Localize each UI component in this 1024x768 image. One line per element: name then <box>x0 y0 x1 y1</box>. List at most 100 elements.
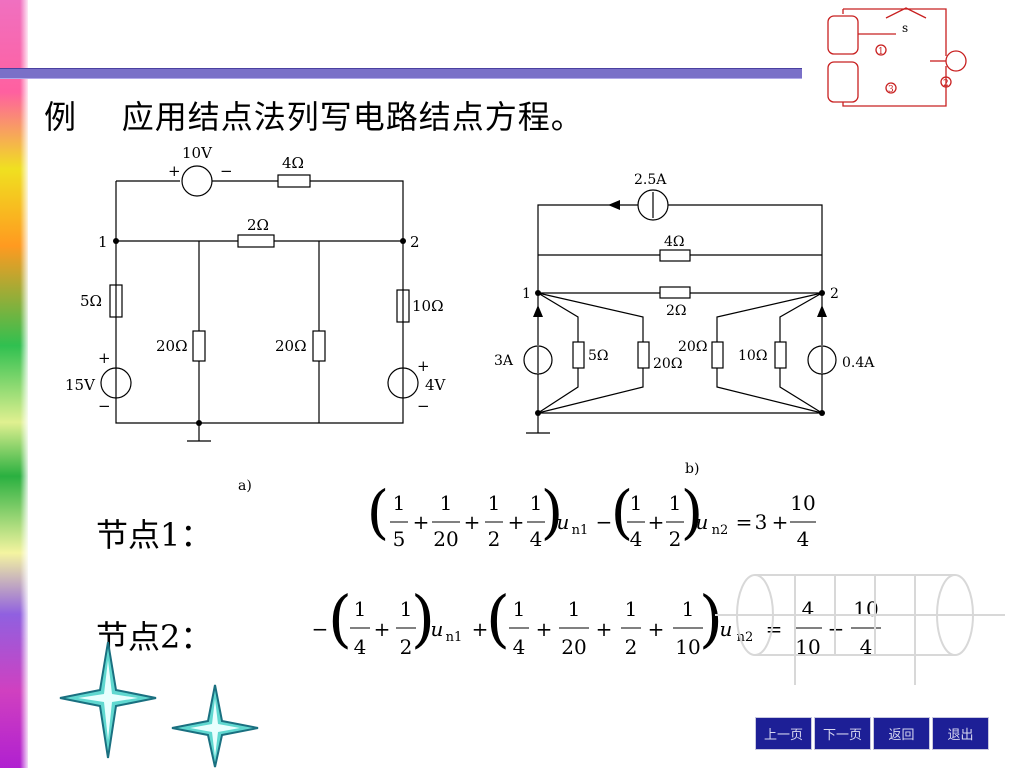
eq1-g2n: 1 <box>669 491 682 515</box>
svg-text:(: ( <box>611 486 634 546</box>
eq2-u2: u <box>720 617 733 641</box>
eq1-u2: u <box>696 510 709 534</box>
eq1-f2d: 20 <box>433 527 458 551</box>
eq1-rhs1: 3 <box>755 510 768 534</box>
a-minus: − <box>220 162 233 180</box>
a-node1: 1 <box>98 233 108 251</box>
b-r-b: 20Ω <box>653 356 682 372</box>
next-page-button[interactable]: 下一页 <box>814 717 871 750</box>
eq2-u1-sub: n1 <box>446 630 463 645</box>
decorative-cylinder <box>715 574 1005 685</box>
eq2-g4d: 10 <box>675 635 700 659</box>
a-plus: + <box>168 162 181 180</box>
circuit-a: 10V + − 4Ω 2Ω 1 2 5Ω 20Ω 20Ω 10Ω + 15V −… <box>65 144 447 494</box>
star-icon <box>171 684 259 768</box>
eq1-minus: − <box>596 510 613 534</box>
b-r-mid: 2Ω <box>666 303 687 319</box>
svg-text:+: + <box>413 510 430 534</box>
a-src-top: 10V <box>182 144 213 162</box>
a-src-left: 15V <box>65 376 96 394</box>
eq1-f3d: 2 <box>488 527 501 551</box>
exit-button[interactable]: 退出 <box>932 717 989 750</box>
eq1-rfd: 4 <box>797 527 810 551</box>
b-isrc-right: 0.4A <box>842 355 875 371</box>
eq1-f3n: 1 <box>488 491 501 515</box>
node1-label: 节点1： <box>96 516 213 554</box>
logo-3: 3 <box>888 85 894 95</box>
eq2-f2n: 1 <box>400 597 413 621</box>
b-isrc-top: 2.5A <box>634 172 667 188</box>
svg-text:): ) <box>699 590 723 655</box>
eq2-g2n: 1 <box>568 597 581 621</box>
eq2-g2d: 20 <box>561 635 586 659</box>
equation-node1: ( 1 5 + 1 20 + 1 2 + 1 4 ) u n1 − ( 1 4 … <box>367 486 816 551</box>
a-node2: 2 <box>410 233 420 251</box>
a-left-plus: + <box>98 349 111 367</box>
eq2-f1d: 4 <box>354 635 367 659</box>
svg-text:): ) <box>681 486 704 546</box>
svg-text:): ) <box>541 486 564 546</box>
a-r-c2: 20Ω <box>275 337 307 355</box>
node2-label: 节点2： <box>96 618 213 656</box>
a-r-left: 5Ω <box>80 292 102 310</box>
b-r-top: 4Ω <box>664 234 685 250</box>
slide-title: 例 应用结点法列写电路结点方程。 <box>44 98 584 136</box>
eq1-plus: + <box>772 510 789 534</box>
eq1-u2-sub: n2 <box>712 523 729 538</box>
prev-page-button[interactable]: 上一页 <box>755 717 812 750</box>
decorative-side-strip <box>0 0 28 768</box>
eq2-u1: u <box>431 617 444 641</box>
svg-text:): ) <box>411 590 435 655</box>
eq1-f1d: 5 <box>393 527 406 551</box>
eq1-u1-sub: n1 <box>572 523 589 538</box>
a-left-minus: − <box>98 397 111 415</box>
a-right-minus: − <box>417 397 430 415</box>
eq1-f2n: 1 <box>440 491 453 515</box>
star-icon <box>59 641 157 759</box>
circuit-logo: s 1 3 2 <box>827 7 967 107</box>
b-r-c: 20Ω <box>678 339 707 355</box>
eq1-u1: u <box>557 510 570 534</box>
nav-bar: 上一页 下一页 返回 退出 <box>755 717 991 750</box>
svg-text:+: + <box>374 617 391 641</box>
logo-s: s <box>902 21 908 35</box>
b-r-a: 5Ω <box>588 348 609 364</box>
eq1-g2d: 2 <box>669 527 682 551</box>
back-button[interactable]: 返回 <box>873 717 930 750</box>
eq2-g3n: 1 <box>625 597 638 621</box>
svg-text:+: + <box>648 510 665 534</box>
eq2-f1n: 1 <box>354 597 367 621</box>
eq1-rfn: 10 <box>790 491 815 515</box>
logo-2: 2 <box>943 79 949 89</box>
eq1-f4d: 4 <box>530 527 543 551</box>
eq2-g1n: 1 <box>513 597 526 621</box>
eq1-equals: = <box>736 510 753 534</box>
svg-text:(: ( <box>367 486 390 546</box>
svg-text:(: ( <box>328 590 352 655</box>
eq1-f1n: 1 <box>393 491 406 515</box>
eq2-lead-minus: − <box>312 617 329 641</box>
svg-text:+: + <box>648 617 665 641</box>
circuit-b: 2.5A 4Ω 2Ω 1 2 3A 5Ω 20Ω 20Ω 10Ω 0.4A b) <box>494 172 875 477</box>
eq2-plus: + <box>472 617 489 641</box>
title-divider <box>0 68 802 79</box>
a-src-right: 4V <box>425 376 447 394</box>
b-node2: 2 <box>830 286 839 302</box>
logo-1: 1 <box>878 47 884 57</box>
eq1-g1n: 1 <box>630 491 643 515</box>
b-isrc-left: 3A <box>494 353 514 369</box>
eq2-g4n: 1 <box>682 597 695 621</box>
a-r-mid: 2Ω <box>247 216 269 234</box>
b-caption: b) <box>685 461 699 477</box>
svg-text:(: ( <box>486 590 510 655</box>
a-r-right: 10Ω <box>412 297 444 315</box>
eq2-g3d: 2 <box>625 635 638 659</box>
eq2-r2d: 4 <box>860 635 873 659</box>
a-r-top: 4Ω <box>282 154 304 172</box>
a-caption: a) <box>238 478 252 494</box>
a-r-c1: 20Ω <box>156 337 188 355</box>
svg-text:+: + <box>536 617 553 641</box>
eq1-f4n: 1 <box>530 491 543 515</box>
b-node1: 1 <box>522 286 531 302</box>
eq1-g1d: 4 <box>630 527 643 551</box>
